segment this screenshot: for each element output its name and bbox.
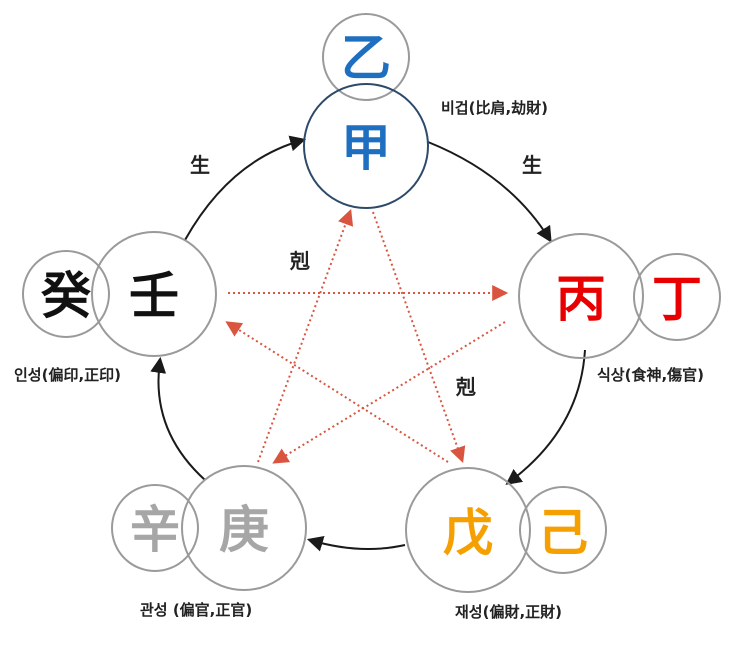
arrow-wood-to-fire xyxy=(427,141,552,243)
generate-label-right: 生 xyxy=(522,153,542,177)
arrow-fire-to-earth xyxy=(505,349,586,485)
fire-label: 식상(食神,傷官) xyxy=(597,366,704,384)
fire-main-circle xyxy=(518,233,644,359)
metal-secondary-stem: 辛 xyxy=(130,501,180,559)
earth-main-circle xyxy=(405,467,531,593)
earth-secondary-circle xyxy=(519,486,607,574)
node-fire: 丙 丁 식상(食神,傷官) xyxy=(518,233,721,384)
metal-label: 관성 (偏官,正官) xyxy=(140,601,252,619)
earth-main-stem: 戊 xyxy=(443,504,493,562)
arrow-earth-to-metal xyxy=(306,536,406,552)
earth-secondary-stem: 己 xyxy=(538,504,588,562)
wood-main-stem: 甲 xyxy=(341,119,391,177)
fire-main-stem: 丙 xyxy=(556,270,606,328)
arrow-metal-to-wood xyxy=(257,208,354,463)
arrow-wood-to-earth xyxy=(372,211,466,464)
generating-cycle xyxy=(150,135,586,552)
wood-secondary-circle xyxy=(322,13,410,101)
water-main-circle xyxy=(91,231,217,357)
earth-label: 재성(偏財,正財) xyxy=(455,603,562,621)
fire-secondary-circle xyxy=(633,253,721,341)
node-water: 癸 壬 인성(偏印,正印) xyxy=(14,231,217,384)
control-label-top: 剋 xyxy=(289,249,310,273)
generate-label-left: 生 xyxy=(190,153,210,177)
arrow-earth-to-water xyxy=(225,321,449,463)
metal-main-stem: 庚 xyxy=(219,501,269,559)
wood-main-circle xyxy=(303,83,429,209)
water-label: 인성(偏印,正印) xyxy=(14,366,121,384)
metal-main-circle xyxy=(181,465,307,591)
water-secondary-stem: 癸 xyxy=(41,267,91,325)
arrow-water-to-wood xyxy=(184,135,307,241)
controlling-cycle xyxy=(225,208,509,464)
metal-secondary-circle xyxy=(111,484,199,572)
wood-secondary-stem: 乙 xyxy=(341,29,391,87)
water-secondary-circle xyxy=(22,250,110,338)
wood-label: 비겁(比肩,劫財) xyxy=(441,99,548,117)
fire-secondary-stem: 丁 xyxy=(652,270,702,328)
node-wood: 乙 甲 비겁(比肩,劫財) xyxy=(303,13,548,209)
node-earth: 戊 己 재성(偏財,正財) xyxy=(405,467,607,621)
water-main-stem: 壬 xyxy=(129,267,179,325)
node-metal: 辛 庚 관성 (偏官,正官) xyxy=(111,465,307,619)
arrow-metal-to-water xyxy=(150,356,206,481)
control-label-right: 剋 xyxy=(455,375,476,399)
